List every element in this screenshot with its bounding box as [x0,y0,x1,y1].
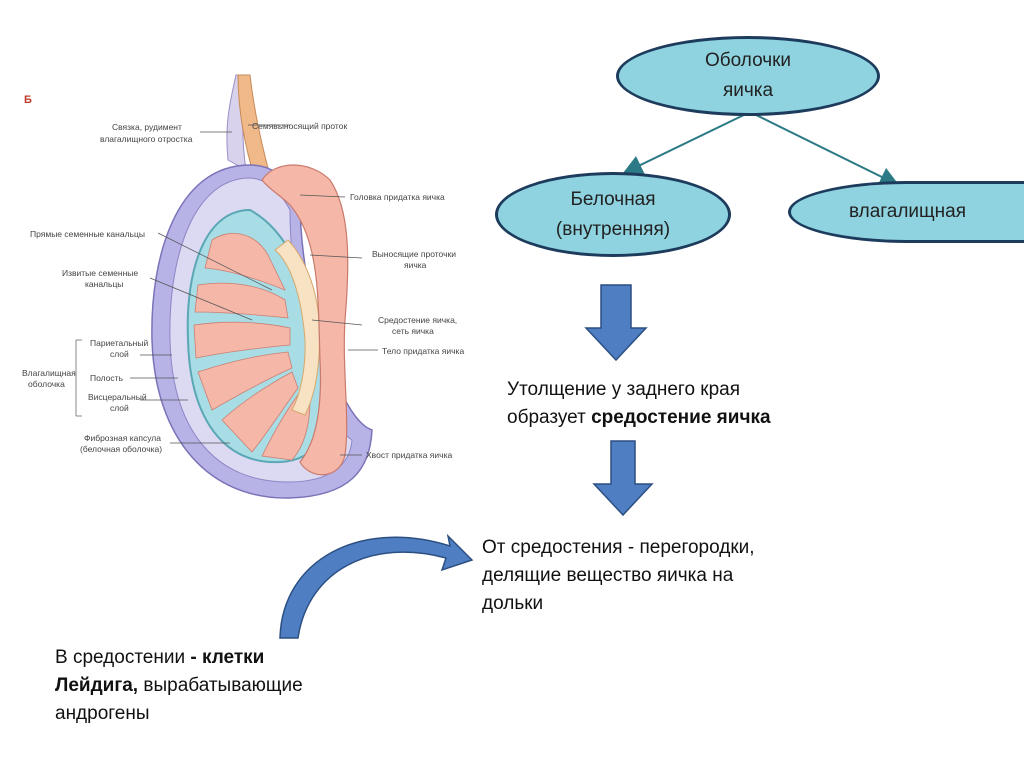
albuginea-node-line-1: Белочная [570,188,656,210]
root-node: Оболочки яичка [616,36,880,116]
epididymis-shape [261,164,349,476]
root-node-line-1: Оболочки [704,50,792,71]
albuginea-node: Белочная (внутренняя) [495,172,731,257]
label-straight-tubules: Прямые семенные канальцы [30,229,145,239]
label-visceral-2: слой [110,403,129,413]
mediastinum-text: Утолщение у заднего края образует средос… [507,376,907,432]
label-ligament-2: влагалищного отростка [100,134,193,144]
leydig-text: В средостении - клетки Лейдига, вырабаты… [55,644,415,728]
vaginal-node-label: влагалищная [848,201,967,222]
label-parietal-2: слой [110,349,129,359]
leydig-text-part-2: вырабатывающие [138,675,303,696]
leader-lines [75,124,378,456]
label-ligament-1: Связка, рудимент [112,122,182,132]
down-arrow-2 [592,440,654,517]
label-visceral-1: Висцеральный [88,392,147,402]
lobules [193,233,311,461]
leydig-text-line-3: андрогены [55,703,150,724]
septa-text-line-2: делящие вещество яичка на [482,565,734,586]
leydig-text-bold-2: Лейдига, [55,675,139,696]
label-epididymis-body: Тело придатка яичка [382,346,464,356]
label-parietal-1: Париетальный [90,338,148,348]
vaginal-node: влагалищная [788,181,1024,243]
label-efferent-2: яичка [404,260,427,270]
curved-arrow [279,533,474,639]
connector-right [749,111,900,186]
label-epididymis-head: Головка придатка яичка [350,192,445,202]
label-vaginal-2: оболочка [28,379,65,389]
label-convoluted-2: канальцы [85,279,123,289]
septa-text: От средостения - перегородки, делящие ве… [482,534,902,618]
label-efferent-1: Выносящие проточки [372,249,456,259]
leydig-text-bold-1: - клетки [190,647,265,668]
testis-illustration: Б Связка, рудимент влаг [22,74,464,499]
label-capsule-1: Фиброзная капсула [84,433,161,443]
label-epididymis-tail: Хвост придатка яичка [366,450,452,460]
root-node-line-2: яичка [722,80,774,101]
down-arrow-1 [584,284,648,362]
mediastinum-text-bold: средостение яичка [591,407,771,428]
mediastinum-shape [274,239,320,416]
albuginea-node-line-2: (внутренняя) [555,218,671,240]
septa-text-line-1: От средостения - перегородки, [482,537,755,558]
label-vaginal-1: Влагалищная [22,368,76,378]
mediastinum-text-line-1: Утолщение у заднего края [507,379,741,400]
label-vas-deferens: Семявыносящий проток [252,121,347,131]
septa-text-line-3: дольки [482,593,544,614]
panel-letter: Б [24,94,32,106]
label-capsule-2: (белочная оболочка) [80,444,162,454]
label-cavity: Полость [90,373,124,383]
label-convoluted-1: Извитые семенные [62,268,138,278]
leydig-text-part-1: В средостении [55,647,191,668]
label-mediastinum-2: сеть яичка [392,326,434,336]
mediastinum-text-part: образует [507,407,592,428]
connector-left [622,111,751,175]
label-mediastinum-1: Средостение яичка, [378,315,457,325]
